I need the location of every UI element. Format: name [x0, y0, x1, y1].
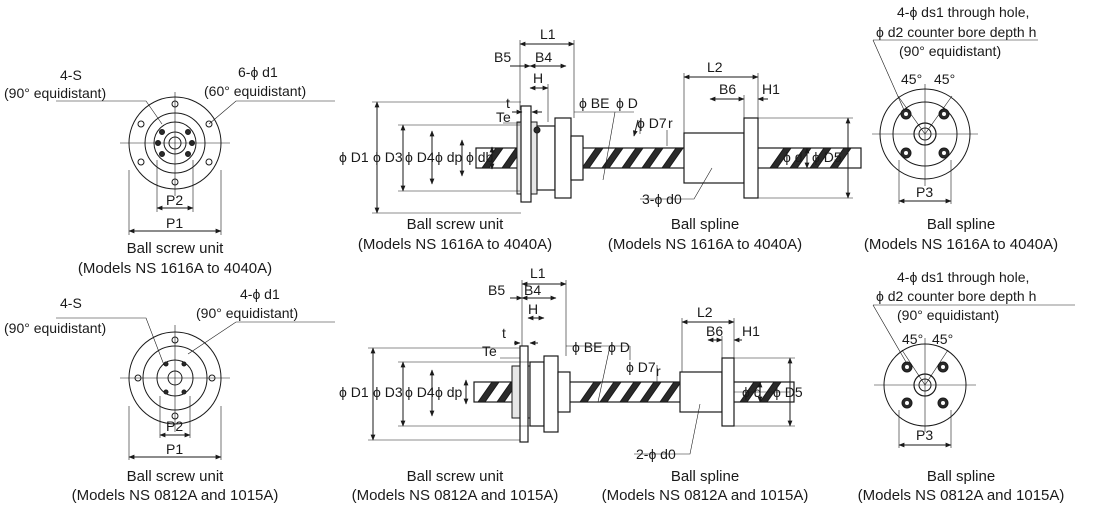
label-d2-counterbore: ϕ d2 counter bore depth h — [876, 24, 1036, 40]
label-45b: 45° — [934, 71, 955, 87]
label-2-d0-b: 2-ϕ d0 — [636, 446, 676, 462]
label-6-d1: 6-ϕ d1 — [238, 64, 278, 80]
label-p1: P1 — [166, 215, 183, 231]
label-b6-b: B6 — [706, 323, 723, 339]
label-3-d0: 3-ϕ d0 — [642, 191, 682, 207]
label-r: r — [668, 115, 673, 131]
ball-screw-front-view-top — [56, 92, 335, 235]
label-p3-b: P3 — [916, 427, 933, 443]
label-db: ϕ db — [466, 149, 494, 165]
label-b4-b: B4 — [524, 282, 541, 298]
label-90-equidistant-b: (90° equidistant) — [4, 320, 106, 336]
caption-bl-1: Ball screw unit — [127, 468, 225, 485]
label-d: ϕ D — [616, 95, 638, 111]
label-p1-b: P1 — [166, 441, 183, 457]
label-d-b: ϕ D — [608, 339, 630, 355]
label-d5-b: ϕ D5 — [773, 384, 803, 400]
label-r-b: r — [656, 363, 661, 379]
label-4-d1-b: 4-ϕ d1 — [240, 286, 280, 302]
caption-bl-2: (Models NS 0812A and 1015A) — [72, 487, 279, 504]
label-p2: P2 — [166, 192, 183, 208]
label-dp: ϕ dp — [435, 149, 463, 165]
caption-bn-2: (Models NS 0812A and 1015A) — [602, 487, 809, 504]
label-dia-d3-b: ϕ D3 — [373, 384, 403, 400]
ball-screw-front-view-bottom — [56, 317, 335, 460]
label-h1-b: H1 — [742, 323, 760, 339]
caption-br-2: (Models NS 0812A and 1015A) — [858, 487, 1065, 504]
ball-screw-side-view-bottom — [368, 280, 795, 455]
caption-tr-2: (Models NS 1616A to 4040A) — [864, 236, 1058, 253]
caption-tr-1: Ball spline — [927, 216, 995, 233]
label-90-equidistant-r: (90° equidistant) — [899, 43, 1001, 59]
label-dia-d1: ϕ D1 — [339, 149, 369, 165]
label-dp-b: ϕ dp — [435, 384, 463, 400]
label-45a-b: 45° — [902, 331, 923, 347]
caption-tm-1: Ball screw unit — [407, 216, 505, 233]
label-90-equidistant-rb: (90° equidistant) — [897, 307, 999, 323]
label-spline-d: ϕ d — [783, 149, 803, 165]
label-te-b: Te — [482, 343, 497, 359]
caption-tm-2: (Models NS 1616A to 4040A) — [358, 236, 552, 253]
label-d5: ϕ D5 — [812, 149, 842, 165]
label-90-equidistant: (90° equidistant) — [4, 85, 106, 101]
label-ds1-hole-b: 4-ϕ ds1 through hole, — [897, 269, 1029, 285]
label-l2: L2 — [707, 59, 723, 75]
label-b4: B4 — [535, 49, 552, 65]
label-b6: B6 — [719, 81, 736, 97]
label-l1: L1 — [540, 26, 556, 42]
label-h-b: H — [528, 301, 538, 317]
label-spline-d-b: ϕ d — [742, 384, 762, 400]
label-90-eq-d1-b: (90° equidistant) — [196, 305, 298, 321]
label-l2-b: L2 — [697, 304, 713, 320]
label-d7-b: ϕ D7 — [626, 359, 656, 375]
ball-spline-front-view-top — [872, 39, 1038, 204]
label-4-s: 4-S — [60, 67, 82, 83]
label-d2-counterbore-b: ϕ d2 counter bore depth h — [876, 288, 1036, 304]
caption-bm-1: Ball screw unit — [407, 468, 505, 485]
label-dia-d4: ϕ D4 — [405, 149, 435, 165]
labels-bottom: 4-S (90° equidistant) 4-ϕ d1 (90° equidi… — [4, 265, 1036, 462]
caption-tl-1: Ball screw unit — [127, 240, 225, 257]
label-p3: P3 — [916, 184, 933, 200]
caption-bn-1: Ball spline — [671, 468, 739, 485]
label-l1-b: L1 — [530, 265, 546, 281]
label-4-s-b: 4-S — [60, 295, 82, 311]
ball-spline-front-view-bottom — [872, 304, 1075, 448]
caption-tl-2: (Models NS 1616A to 4040A) — [78, 260, 272, 277]
label-d7: ϕ D7 — [637, 115, 667, 131]
label-45a: 45° — [901, 71, 922, 87]
label-b5-b: B5 — [488, 282, 505, 298]
label-p2-b: P2 — [166, 418, 183, 434]
label-dia-d1-b: ϕ D1 — [339, 384, 369, 400]
label-dia-d4-b: ϕ D4 — [405, 384, 435, 400]
labels-top: 4-S (90° equidistant) 6-ϕ d1 (60° equidi… — [4, 4, 1036, 231]
label-h1: H1 — [762, 81, 780, 97]
label-60-equidistant: (60° equidistant) — [204, 83, 306, 99]
captions: Ball screw unit (Models NS 1616A to 4040… — [72, 216, 1065, 504]
ball-screw-side-view-top — [372, 40, 862, 214]
label-be: ϕ BE — [579, 95, 609, 111]
caption-bm-2: (Models NS 0812A and 1015A) — [352, 487, 559, 504]
label-be-b: ϕ BE — [572, 339, 602, 355]
label-t: t — [506, 95, 510, 111]
label-t-b: t — [502, 325, 506, 341]
label-te: Te — [496, 109, 511, 125]
label-h: H — [533, 70, 543, 86]
label-45b-b: 45° — [932, 331, 953, 347]
caption-tn-2: (Models NS 1616A to 4040A) — [608, 236, 802, 253]
caption-br-1: Ball spline — [927, 468, 995, 485]
label-ds1-hole: 4-ϕ ds1 through hole, — [897, 4, 1029, 20]
caption-tn-1: Ball spline — [671, 216, 739, 233]
label-b5: B5 — [494, 49, 511, 65]
label-dia-d3: ϕ D3 — [373, 149, 403, 165]
